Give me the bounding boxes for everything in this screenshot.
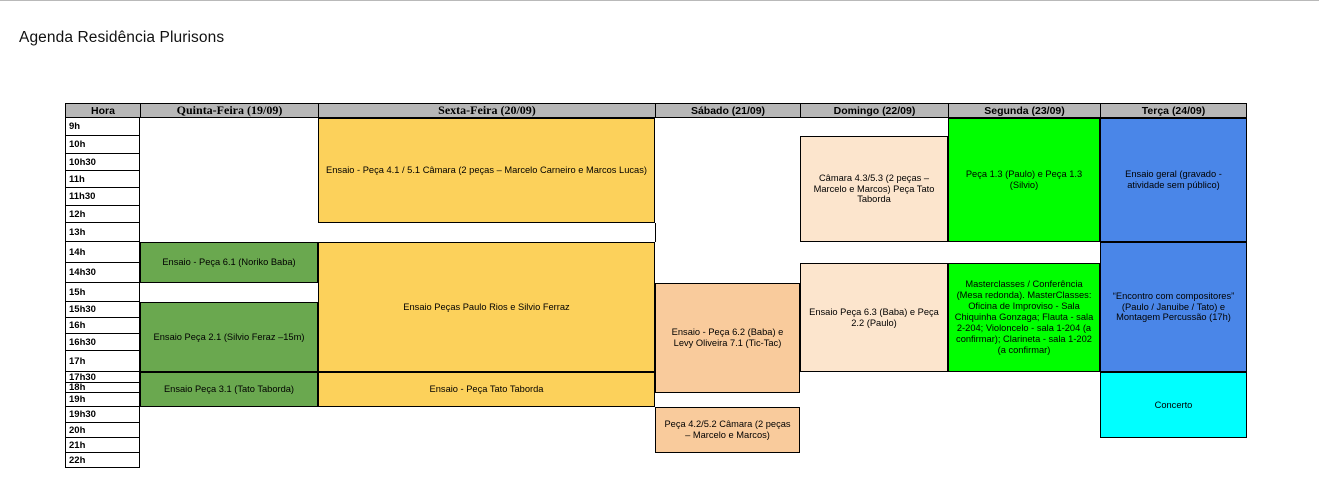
time-cell: 15h30	[65, 302, 140, 318]
time-cell: 16h	[65, 318, 140, 334]
event-block: Câmara 4.3/5.3 (2 peças – Marcelo e Marc…	[800, 136, 948, 242]
time-cell: 10h30	[65, 154, 140, 171]
column-header-day: Sexta-Feira (20/09)	[318, 103, 655, 118]
event-block: Peça 4.2/5.2 Câmara (2 peças – Marcelo e…	[655, 407, 800, 453]
time-cell: 14h	[65, 242, 140, 263]
event-block: Ensaio - Peça 6.2 (Baba) e Levy Oliveira…	[655, 283, 800, 393]
time-cell: 20h	[65, 423, 140, 438]
column-header-day: Quinta-Feira (19/09)	[140, 103, 318, 118]
page-title: Agenda Residência Plurisons	[19, 29, 225, 46]
window-top-edge	[0, 0, 1319, 1]
event-block: Ensaio geral (gravado - atividade sem pú…	[1100, 118, 1247, 242]
event-block: “Encontro com compositores” (Paulo / Jan…	[1100, 242, 1247, 372]
time-cell: 21h	[65, 438, 140, 453]
event-block: Peça 1.3 (Paulo) e Peça 1.3 (Silvio)	[948, 118, 1100, 242]
column-header-day: Sábado (21/09)	[655, 103, 800, 118]
time-cell: 19h30	[65, 407, 140, 423]
time-cell: 11h30	[65, 188, 140, 206]
event-block: Ensaio Peças Paulo Rios e Silvio Ferraz	[318, 242, 655, 372]
time-cell: 18h	[65, 383, 140, 393]
time-cell: 15h	[65, 283, 140, 302]
time-cell: 16h30	[65, 334, 140, 351]
column-header-day: Terça (24/09)	[1100, 103, 1247, 118]
column-header-day: Segunda (23/09)	[948, 103, 1100, 118]
event-block: Ensaio - Peça 4.1 / 5.1 Câmara (2 peças …	[318, 118, 655, 223]
time-cell: 9h	[65, 118, 140, 136]
event-block: Ensaio Peça 3.1 (Tato Taborda)	[140, 372, 318, 407]
grid-line-segment	[655, 223, 800, 242]
time-cell: 11h	[65, 171, 140, 188]
time-cell: 10h	[65, 136, 140, 154]
event-block: Concerto	[1100, 372, 1247, 438]
event-block: Ensaio - Peça 6.1 (Noriko Baba)	[140, 242, 318, 283]
column-header-day: Domingo (22/09)	[800, 103, 948, 118]
event-block: Ensaio Peça 2.1 (Silvio Feraz –15m)	[140, 302, 318, 372]
column-header-hora: Hora	[65, 103, 140, 118]
event-block: Ensaio Peça 6.3 (Baba) e Peça 2.2 (Paulo…	[800, 263, 948, 372]
time-cell: 14h30	[65, 263, 140, 283]
event-block: Ensaio - Peça Tato Taborda	[318, 372, 655, 407]
time-cell: 17h30	[65, 372, 140, 383]
time-cell: 12h	[65, 206, 140, 223]
time-cell: 13h	[65, 223, 140, 242]
event-block: Masterclasses / Conferência (Mesa redond…	[948, 263, 1100, 372]
time-cell: 17h	[65, 351, 140, 372]
time-cell: 19h	[65, 393, 140, 407]
time-cell: 22h	[65, 453, 140, 468]
